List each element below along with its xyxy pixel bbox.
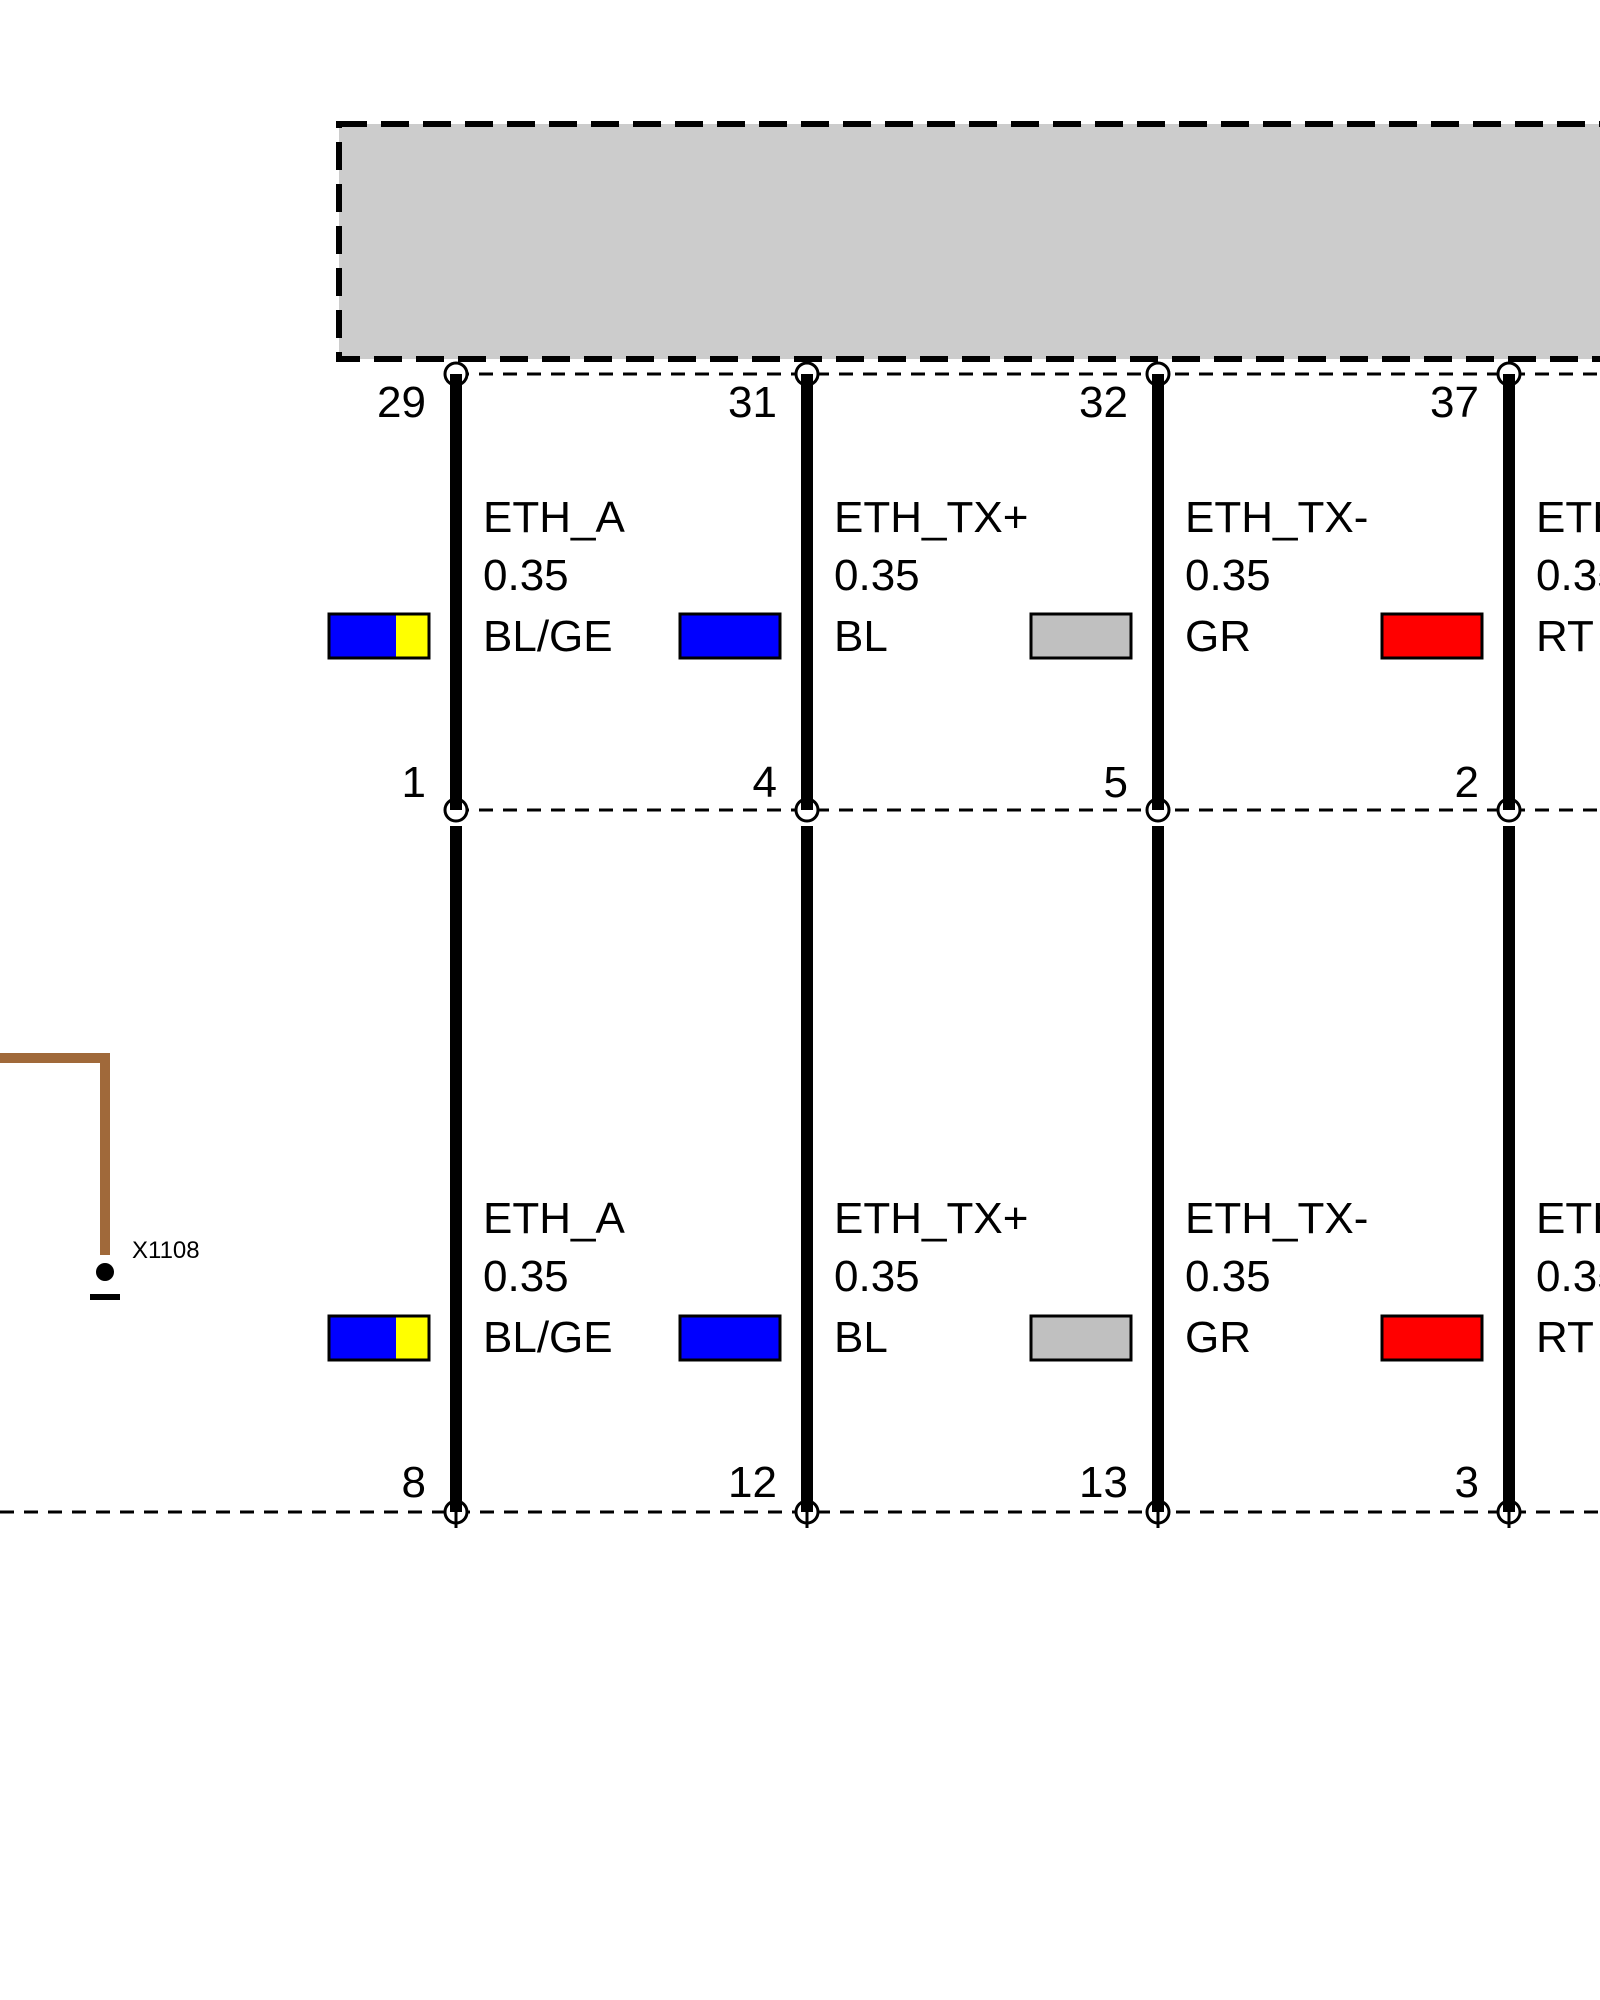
color-swatch-lower-0-stripe [396,1316,429,1360]
wire-color-code: BL/GE [483,1313,613,1362]
top-pin-number: 29 [377,378,426,427]
signal-name: ETH [1536,493,1600,542]
color-swatch-lower-2 [1029,1314,1133,1362]
color-swatch-upper-3 [1380,612,1484,660]
middle-pin-number: 4 [753,758,777,807]
top-pin-number: 31 [728,378,777,427]
color-swatch-lower-3 [1380,1314,1484,1362]
wire-gauge: 0.35 [834,1252,920,1301]
bottom-pin-number: 13 [1079,1458,1128,1507]
color-swatch-upper-3-fill [1382,614,1482,658]
signal-name: ETH [1536,1194,1600,1243]
bottom-pin-number: 3 [1455,1458,1479,1507]
signal-name: ETH_A [483,1194,625,1243]
top-pin-number: 37 [1430,378,1479,427]
wire-gauge: 0.35 [834,551,920,600]
wire-color-code: RT [1536,612,1594,661]
color-swatch-upper-0-stripe [396,614,429,658]
control-unit-box [336,121,1600,362]
color-swatch-upper-2 [1029,612,1133,660]
color-swatch-lower-0 [327,1314,431,1362]
color-swatch-upper-0 [327,612,431,660]
wire-gauge: 0.35 [483,551,569,600]
wire-color-code: BL/GE [483,612,613,661]
top-pin-number: 32 [1079,378,1128,427]
color-swatch-upper-2-fill [1031,614,1131,658]
color-swatch-lower-3-fill [1382,1316,1482,1360]
wire-color-code: RT [1536,1313,1594,1362]
color-swatch-lower-1-fill [680,1316,780,1360]
wire-gauge: 0.35 [1185,1252,1271,1301]
signal-name: ETH_TX+ [834,1194,1028,1243]
color-swatch-upper-1 [678,612,782,660]
color-swatch-upper-1-fill [680,614,780,658]
signal-name: ETH_TX- [1185,1194,1368,1243]
middle-pin-number: 1 [402,758,426,807]
wire-gauge: 0.35 [483,1252,569,1301]
bottom-pin-number: 8 [402,1458,426,1507]
signal-name: ETH_TX+ [834,493,1028,542]
wire-color-code: GR [1185,1313,1251,1362]
color-swatch-lower-1 [678,1314,782,1362]
ground-label: X1108 [132,1237,200,1264]
wire-color-code: BL [834,612,888,661]
ground-symbol-icon [90,1263,120,1300]
ground-wire [0,1053,110,1255]
color-swatch-lower-0-primary [329,1316,396,1360]
wire-gauge: 0.35 [1185,551,1271,600]
wire-gauge: 0.35 [1536,1252,1600,1301]
color-swatch-upper-0-primary [329,614,396,658]
wire-color-code: BL [834,1313,888,1362]
middle-pin-number: 5 [1104,758,1128,807]
bottom-pin-number: 12 [728,1458,777,1507]
wire-gauge: 0.35 [1536,551,1600,600]
color-swatch-lower-2-fill [1031,1316,1131,1360]
middle-pin-number: 2 [1455,758,1479,807]
signal-name: ETH_A [483,493,625,542]
signal-name: ETH_TX- [1185,493,1368,542]
wire-color-code: GR [1185,612,1251,661]
